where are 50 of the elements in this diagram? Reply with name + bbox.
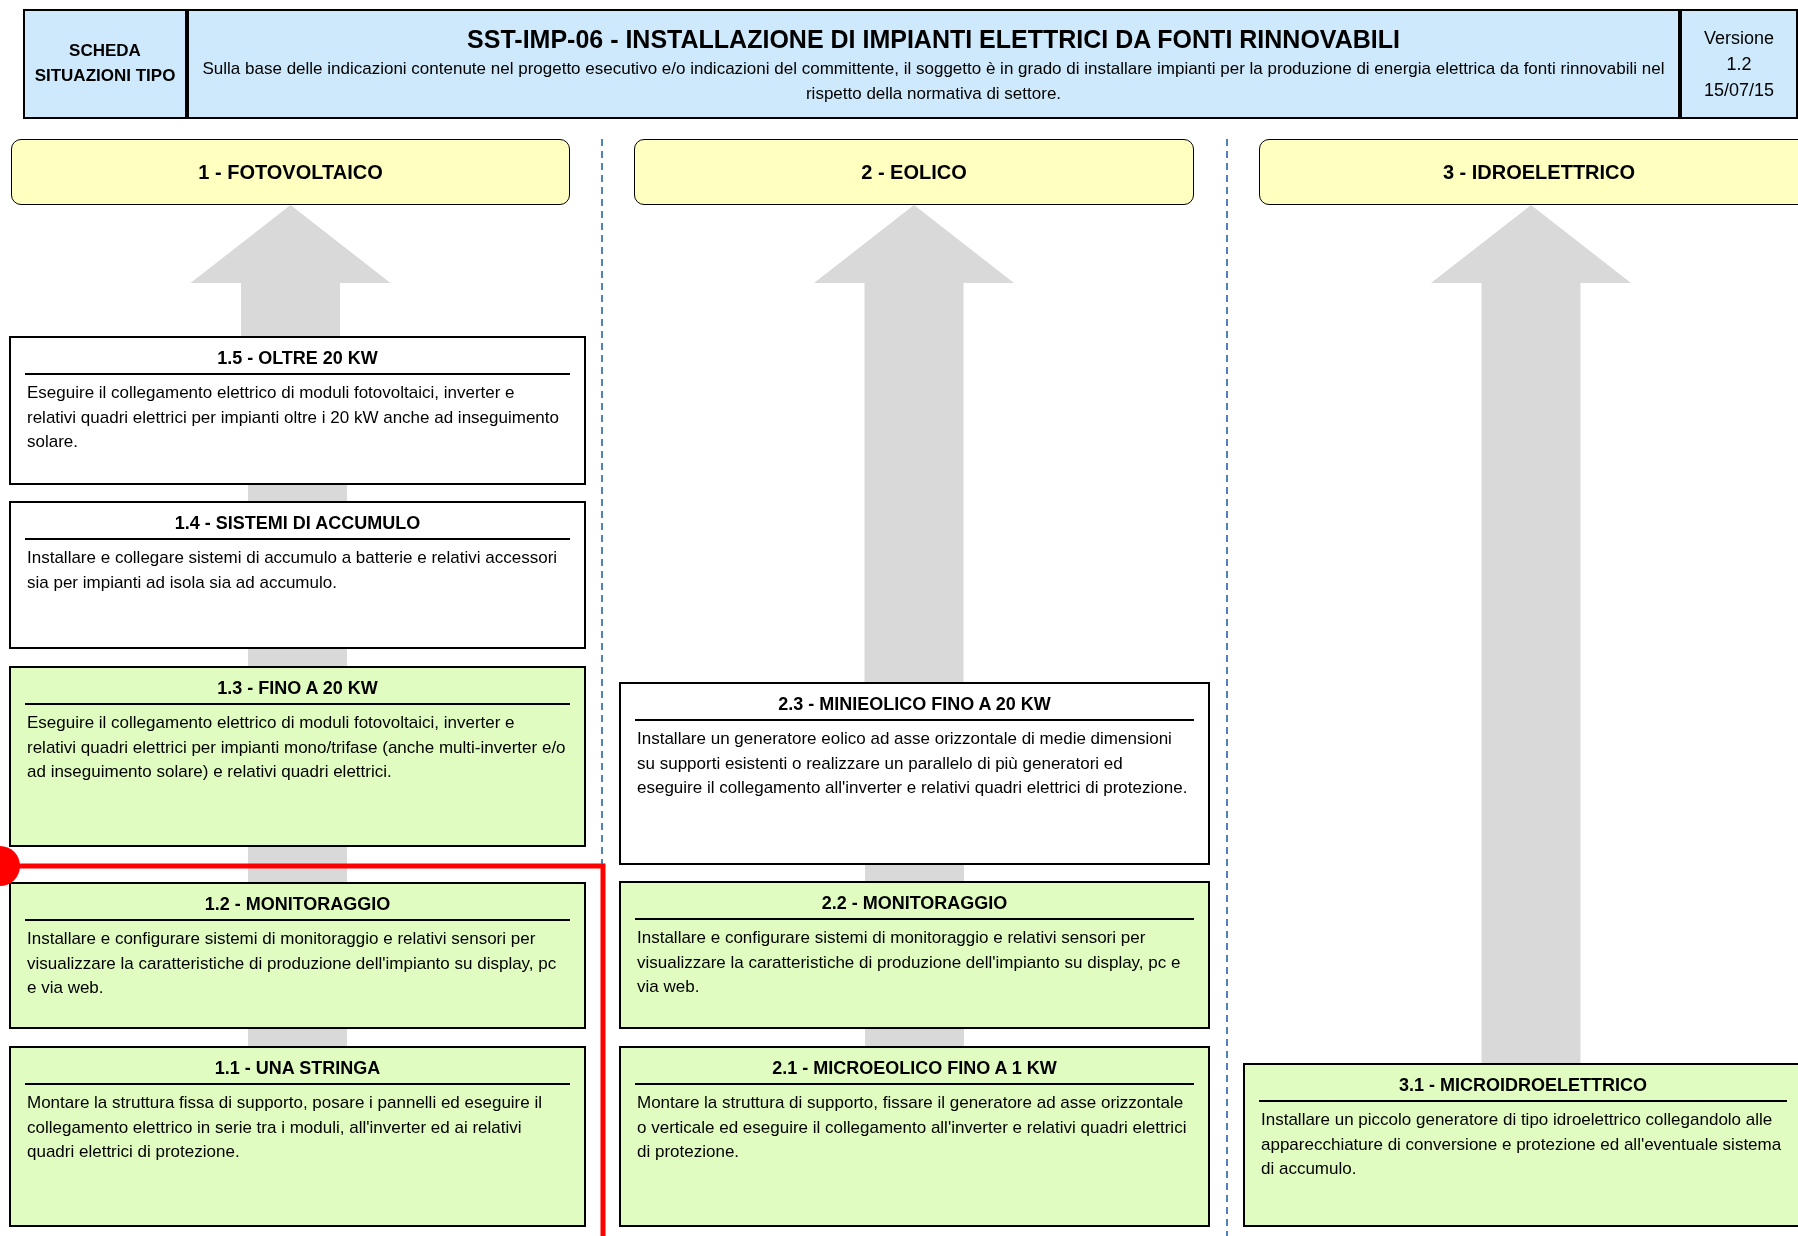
card-description: Installare un piccolo generatore di tipo idroelettrico collegandolo alle apparecchiature di conversione e protezione ed all'eventuale sistema di accumulo.: [1260, 1109, 1783, 1181]
progression-arrow: [248, 485, 347, 501]
progression-arrow: [865, 865, 964, 881]
card-description: Eseguire il collegamento elettrico di moduli fotovoltaici, inverter e relativi quadri elettrici per impianti oltre i 20 kW anche ad inseguimento solare.: [26, 382, 560, 454]
header-label: Versione: [1703, 26, 1775, 50]
sheet-description: Sulla base delle indicazioni contenute nel progetto esecutivo e/o indicazioni del committente, il soggetto è in grado di installare impianti per la produzione di energia elettrica da fonti rinnovabili nel rispetto della normativa di settore.: [201, 58, 1666, 106]
header-cell: [23, 9, 187, 119]
category-title: 1 - FOTOVOLTAICO: [198, 160, 383, 184]
category-title: 2 - EOLICO: [861, 160, 967, 184]
skill-card: [619, 1046, 1210, 1227]
progression-arrow: [1431, 205, 1631, 1063]
card-heading: 1.4 - SISTEMI DI ACCUMULO: [25, 513, 570, 540]
progression-arrow: [865, 1029, 964, 1046]
card-heading: 1.1 - UNA STRINGA: [25, 1058, 570, 1085]
sheet-title: SST-IMP-06 - INSTALLAZIONE DI IMPIANTI ELETTRICI DA FONTI RINNOVABILI: [467, 24, 1400, 56]
card-heading: 1.5 - OLTRE 20 KW: [25, 348, 570, 375]
skill-card: [619, 682, 1210, 865]
header-cell: [1680, 9, 1798, 119]
card-heading: 1.3 - FINO A 20 KW: [25, 678, 570, 705]
skill-card: [9, 666, 586, 847]
header-label: 15/07/15: [1703, 79, 1775, 103]
card-description: Montare la struttura fissa di supporto, posare i pannelli ed eseguire il collegamento elettrico in serie tra i moduli, all'inverter ed ai relativi quadri elettrici di protezione.: [26, 1092, 543, 1164]
card-description: Installare un generatore eolico ad asse orizzontale di medie dimensioni su supporti esistenti o realizzare un parallelo di più generatori ed eseguire il collegamento all'inverter e relativi quadri elettrici di protezione.: [636, 728, 1189, 800]
card-description: Installare e configurare sistemi di monitoraggio e relativi sensori per visualizzare la caratteristiche di produzione dell'impianto su display, pc e via web.: [26, 928, 558, 1000]
title-cell: [187, 9, 1680, 119]
card-heading: 1.2 - MONITORAGGIO: [25, 894, 570, 921]
card-description: Installare e collegare sistemi di accumulo a batterie e relativi accessori sia per impianti ad isola sia ad accumulo.: [26, 547, 559, 594]
card-description: Eseguire il collegamento elettrico di moduli fotovoltaici, inverter e relativi quadri elettrici per impianti mono/trifase (anche multi-inverter e/o ad inseguimento solare) e relativi quadri elettrici.: [26, 712, 567, 784]
category-title: 3 - IDROELETTRICO: [1442, 160, 1636, 184]
header-label: SCHEDA SITUAZIONI TIPO: [33, 40, 177, 87]
card-heading: 2.1 - MICROEOLICO FINO A 1 KW: [635, 1058, 1194, 1085]
card-heading: 2.3 - MINIEOLICO FINO A 20 KW: [635, 694, 1194, 721]
card-heading: 2.2 - MONITORAGGIO: [635, 893, 1194, 920]
card-description: Installare e configurare sistemi di monitoraggio e relativi sensori per visualizzare la caratteristiche di produzione dell'impianto su display, pc e via web.: [636, 927, 1182, 999]
header-label: 1.2: [1726, 52, 1752, 76]
category-header: [11, 139, 570, 205]
skill-card: [9, 336, 586, 485]
progression-arrow: [248, 649, 347, 666]
category-header: [634, 139, 1194, 205]
skill-card: [9, 882, 586, 1029]
progression-arrow: [814, 205, 1014, 682]
card-description: Montare la struttura di supporto, fissare il generatore ad asse orizzontale o verticale ed eseguire il collegamento all'inverter e relativi quadri elettrici di protezione.: [636, 1092, 1188, 1164]
category-header: [1259, 139, 1798, 205]
progression-arrow: [248, 1029, 347, 1046]
skill-card: [9, 501, 586, 649]
card-heading: 3.1 - MICROIDROELETTRICO: [1259, 1075, 1787, 1102]
skill-card: [619, 881, 1210, 1029]
skill-card: [1243, 1063, 1798, 1227]
skill-card: [9, 1046, 586, 1227]
progression-arrow: [190, 205, 391, 336]
